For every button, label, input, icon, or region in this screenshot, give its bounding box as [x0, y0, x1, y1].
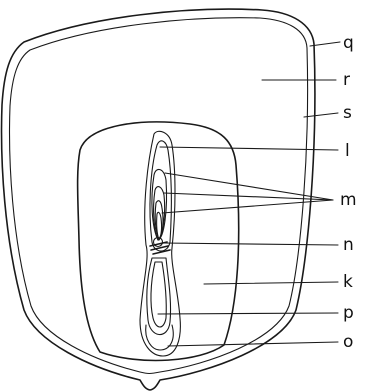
- leader-m-2: [164, 193, 333, 200]
- leader-s: [304, 113, 338, 117]
- label-s: s: [343, 103, 352, 123]
- leader-n: [162, 243, 338, 245]
- label-n: n: [343, 235, 354, 255]
- label-m: m: [340, 190, 357, 210]
- seed-coat-outer: [2, 9, 315, 390]
- leader-k: [204, 282, 338, 284]
- label-r: r: [343, 70, 350, 90]
- radicle-outer: [147, 258, 171, 335]
- leader-p: [158, 313, 338, 314]
- label-p: p: [343, 303, 354, 323]
- leader-l: [160, 147, 338, 150]
- seed-coat-inner: [10, 18, 308, 374]
- radicle-inner: [151, 262, 166, 327]
- label-l: l: [345, 141, 350, 161]
- leader-m-3: [162, 200, 333, 213]
- leader-m-1: [165, 173, 333, 200]
- endosperm-outline: [78, 122, 239, 361]
- leader-o: [168, 342, 338, 346]
- label-o: o: [343, 332, 353, 352]
- label-k: k: [343, 272, 353, 292]
- leaf-layer-4: [157, 212, 162, 240]
- label-q: q: [343, 33, 354, 53]
